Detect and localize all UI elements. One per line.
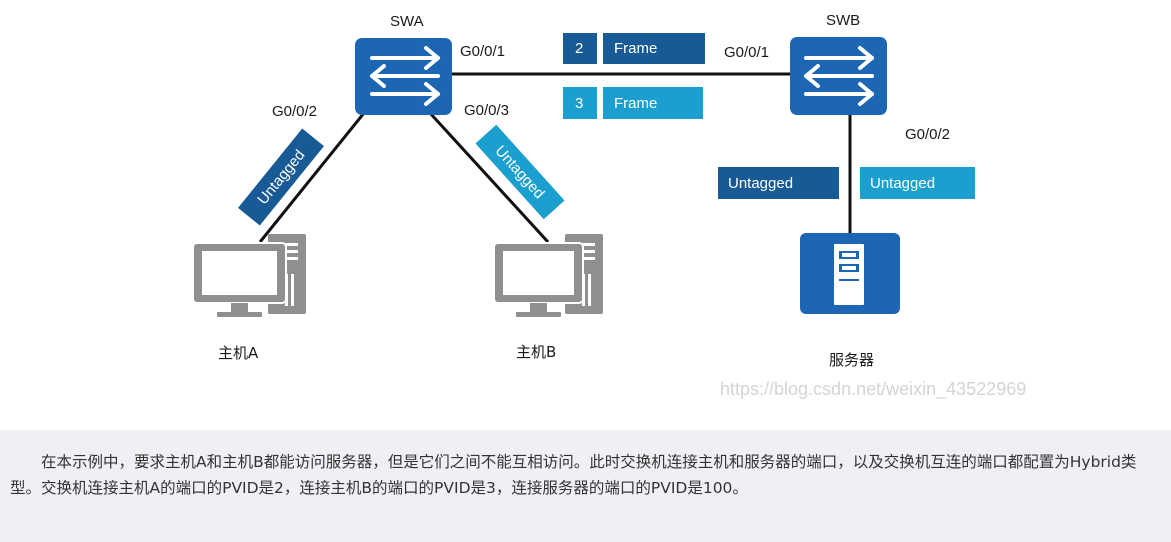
description-text: 在本示例中，要求主机A和主机B都能访问服务器，但是它们之间不能互相访问。此时交换…	[10, 453, 1137, 497]
switch-swa	[355, 38, 452, 115]
computer-icon	[192, 234, 306, 317]
frame-vlan3-id: 3	[575, 95, 583, 112]
swa-port-uplink: G0/0/1	[460, 43, 505, 60]
frame-vlan2: 2 Frame	[563, 33, 705, 64]
network-diagram: SWA G0/0/1 G0/0/2 G0/0/3 SWB G0/0/1 G0/0…	[192, 12, 1026, 400]
description-panel: 在本示例中，要求主机A和主机B都能访问服务器，但是它们之间不能互相访问。此时交换…	[0, 430, 1171, 542]
tag-server-dark: Untagged	[718, 167, 839, 199]
swb-port-server: G0/0/2	[905, 126, 950, 143]
server-icon	[800, 233, 900, 314]
frame-vlan3-label: Frame	[614, 95, 657, 112]
link-swa-host-a	[258, 112, 366, 243]
frame-vlan2-label: Frame	[614, 40, 657, 57]
host-b-label: 主机B	[516, 343, 556, 361]
swa-port-host-a: G0/0/2	[272, 103, 317, 120]
svg-text:Untagged: Untagged	[728, 175, 793, 192]
swb-name: SWB	[826, 12, 860, 29]
computer-icon	[493, 234, 603, 317]
frame-vlan2-id: 2	[575, 40, 583, 57]
watermark: https://blog.csdn.net/weixin_43522969	[720, 379, 1026, 400]
swb-port-uplink: G0/0/1	[724, 44, 769, 61]
swap-arrows-icon	[804, 46, 874, 106]
host-a-label: 主机A	[218, 344, 259, 362]
frame-vlan3: 3 Frame	[563, 87, 703, 119]
swa-name: SWA	[390, 13, 424, 30]
server-label: 服务器	[829, 351, 874, 369]
tag-host-b-link: Untagged	[475, 124, 565, 220]
tag-server-light: Untagged	[860, 167, 975, 199]
svg-text:Untagged: Untagged	[870, 175, 935, 192]
swap-arrows-icon	[370, 46, 440, 106]
swa-port-host-b: G0/0/3	[464, 102, 509, 119]
switch-swb	[790, 37, 887, 115]
link-swa-host-b	[428, 111, 550, 244]
